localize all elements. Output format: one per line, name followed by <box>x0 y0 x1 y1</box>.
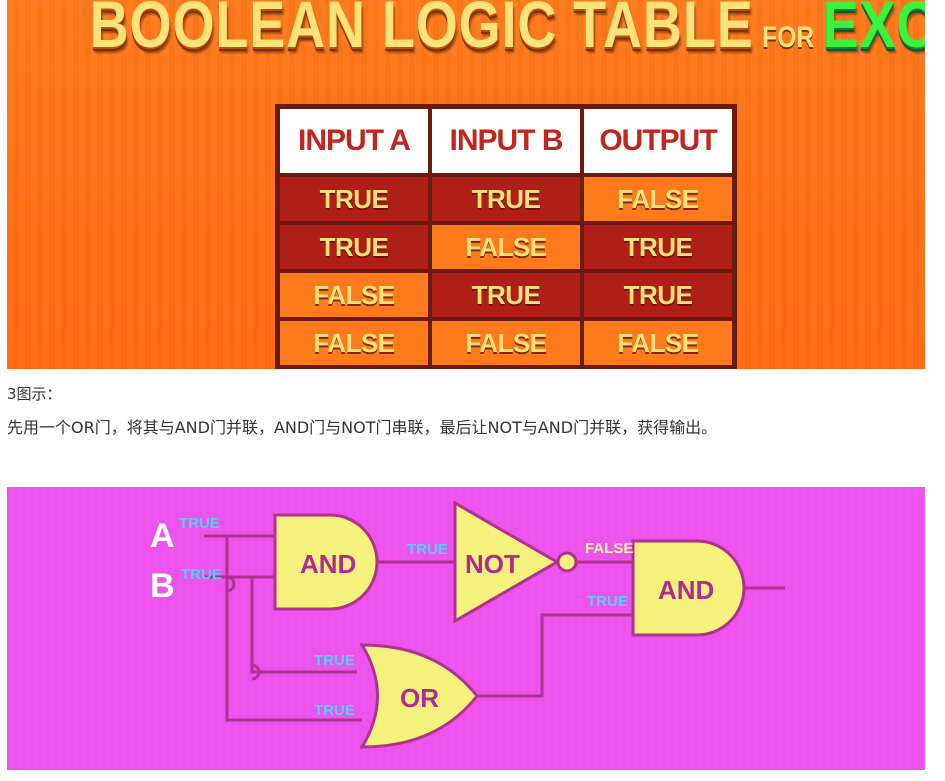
table-cell: FALSE <box>430 223 582 271</box>
and-gate-2: AND <box>631 539 746 637</box>
title-boolean-logic-table: BOOLEAN LOGIC TABLE <box>89 0 754 61</box>
wires <box>204 534 785 722</box>
signal-b-label: TRUE <box>181 566 222 583</box>
title-for: FOR <box>762 21 815 54</box>
table-cell: FALSE <box>582 175 734 223</box>
table-row: TRUE TRUE FALSE <box>278 175 734 223</box>
signal-and1-out-label: TRUE <box>407 541 448 558</box>
table-cell: TRUE <box>278 175 430 223</box>
wire-or-to-and2 <box>477 613 633 698</box>
header-output: OUTPUT <box>582 107 734 175</box>
input-a-label: A <box>150 517 175 555</box>
xor-circuit-diagram: AND NOT AND OR A B TRUE TRUE TRUE FALSE … <box>7 487 925 770</box>
and-gate-1: AND <box>273 513 379 611</box>
table-cell: FALSE <box>582 319 734 367</box>
table-cell: TRUE <box>278 223 430 271</box>
truth-table: INPUT A INPUT B OUTPUT TRUE TRUE FALSE T… <box>275 104 737 369</box>
not-gate-bubble <box>556 551 578 573</box>
signal-not-out-label: FALSE <box>585 540 633 557</box>
signal-a-label: TRUE <box>179 515 220 532</box>
table-cell: TRUE <box>582 223 734 271</box>
table-cell: FALSE <box>430 319 582 367</box>
wire-a-to-or <box>225 536 362 722</box>
table-cell: TRUE <box>430 271 582 319</box>
or-gate-label: OR <box>400 683 439 713</box>
and-gate-2-label: AND <box>658 575 714 605</box>
description-text: 先用一个OR门，将其与AND门并联，AND门与NOT门串联，最后让NOT与AND… <box>7 418 718 437</box>
or-gate: OR <box>359 643 479 749</box>
wire-crossover-hop <box>226 575 236 593</box>
table-cell: TRUE <box>430 175 582 223</box>
table-row: FALSE FALSE FALSE <box>278 319 734 367</box>
table-row: FALSE TRUE TRUE <box>278 271 734 319</box>
table-cell: FALSE <box>278 319 430 367</box>
and-gate-1-label: AND <box>300 549 356 579</box>
signal-or-out-label: TRUE <box>587 593 628 610</box>
title-exclusive-or: EXCLUSIVE OR <box>822 0 925 61</box>
image-title: BOOLEAN LOGIC TABLE FOR EXCLUSIVE OR <box>89 0 925 62</box>
figure-caption: 3图示： <box>7 385 62 403</box>
wire-crossover-hop-2 <box>251 663 261 681</box>
header-input-b: INPUT B <box>430 107 582 175</box>
table-cell: TRUE <box>582 271 734 319</box>
not-gate-label: NOT <box>465 549 520 579</box>
table-row: TRUE FALSE TRUE <box>278 223 734 271</box>
wire-b-to-or <box>250 577 357 674</box>
not-gate: NOT <box>453 500 578 624</box>
signal-or-in-top-label: TRUE <box>314 652 355 669</box>
table-header-row: INPUT A INPUT B OUTPUT <box>278 107 734 175</box>
header-input-a: INPUT A <box>278 107 430 175</box>
xor-truth-table-image: BOOLEAN LOGIC TABLE FOR EXCLUSIVE OR INP… <box>7 0 925 369</box>
signal-or-in-bottom-label: TRUE <box>314 702 355 719</box>
table-cell: FALSE <box>278 271 430 319</box>
input-b-label: B <box>150 567 175 605</box>
